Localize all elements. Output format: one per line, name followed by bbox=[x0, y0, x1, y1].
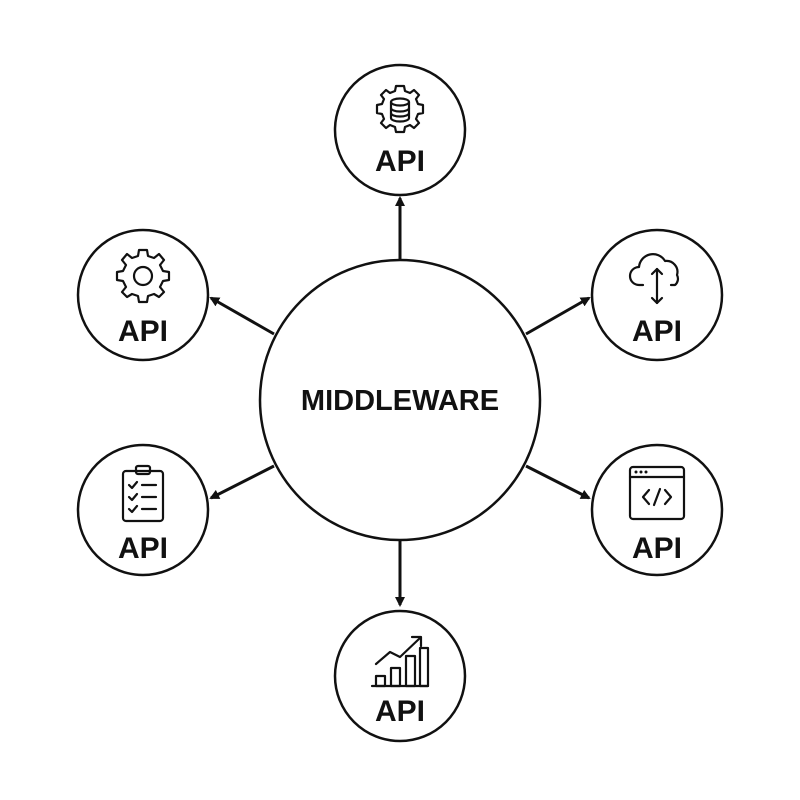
edge-to-lower-left bbox=[209, 464, 275, 500]
api-label-top: API bbox=[375, 145, 425, 178]
edge-to-upper-left bbox=[209, 296, 275, 336]
gear-database-icon bbox=[375, 84, 425, 134]
api-label-upper-right: API bbox=[632, 315, 682, 348]
cloud-upload-download-icon bbox=[628, 253, 680, 305]
code-window-icon bbox=[628, 465, 686, 521]
api-node-bottom: API bbox=[333, 609, 467, 743]
api-label-lower-left: API bbox=[118, 532, 168, 565]
edge-to-lower-right bbox=[525, 464, 591, 500]
edges bbox=[209, 196, 591, 607]
checklist-clipboard-icon bbox=[121, 464, 165, 523]
api-label-lower-right: API bbox=[632, 532, 682, 565]
middleware-hub: MIDDLEWARE bbox=[258, 258, 542, 542]
api-node-top: API bbox=[333, 63, 467, 197]
api-node-upper-right: API bbox=[590, 228, 724, 362]
gear-icon bbox=[115, 248, 171, 304]
edge-to-upper-right bbox=[525, 296, 591, 336]
api-node-lower-right: API bbox=[590, 443, 724, 577]
api-label-bottom: API bbox=[375, 695, 425, 728]
api-node-upper-left: API bbox=[76, 228, 210, 362]
middleware-label: MIDDLEWARE bbox=[301, 385, 499, 417]
api-label-upper-left: API bbox=[118, 315, 168, 348]
growth-chart-icon bbox=[370, 635, 430, 688]
api-node-lower-left: API bbox=[76, 443, 210, 577]
